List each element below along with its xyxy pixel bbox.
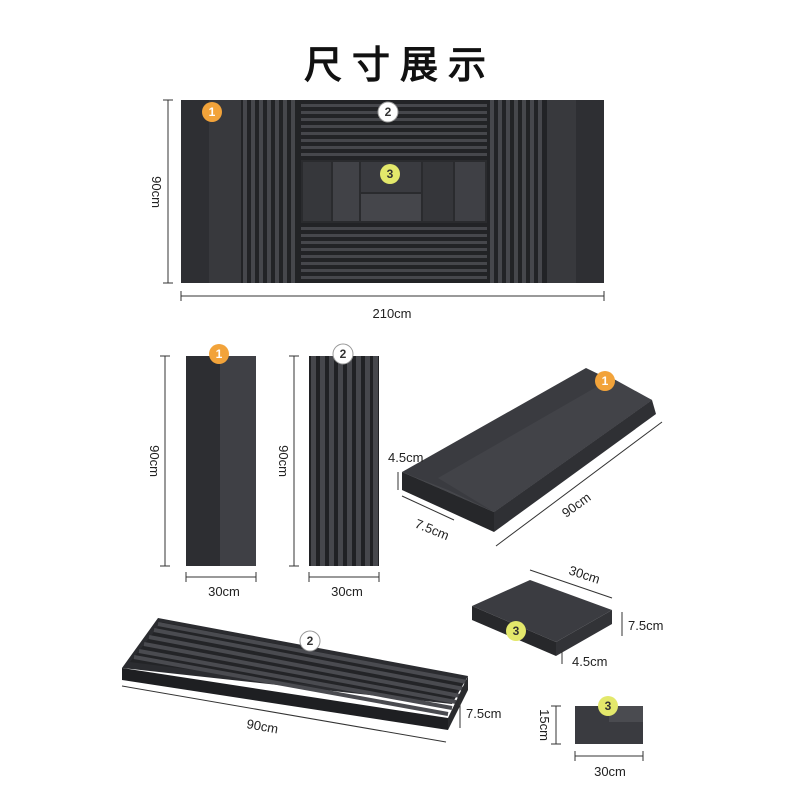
panel-2-right-slats — [487, 100, 547, 283]
badge-1-top — [202, 102, 222, 122]
page-title: 尺寸展示 — [303, 43, 496, 87]
panel-2-left-slats — [241, 100, 301, 283]
label-p2-length: 90cm — [245, 716, 279, 736]
svg-text:2: 2 — [385, 105, 392, 119]
svg-text:3: 3 — [387, 167, 394, 181]
badge-1-front — [209, 344, 229, 364]
label-p2-height: 90cm — [276, 445, 291, 477]
piece-3-side: 3 15cm 30cm — [537, 696, 644, 779]
piece-1-iso: 1 4.5cm 7.5cm 90cm — [388, 368, 663, 547]
label-p3-height: 7.5cm — [628, 618, 663, 633]
svg-text:1: 1 — [602, 374, 609, 388]
badge-2-iso — [299, 630, 321, 652]
svg-text:2: 2 — [340, 347, 347, 361]
label-p1-depth: 7.5cm — [413, 516, 451, 543]
dim-line-p2-length — [121, 685, 447, 743]
panel-3-center-blocks — [301, 160, 487, 223]
label-overall-height: 90cm — [149, 176, 164, 208]
label-p2-width: 30cm — [331, 584, 363, 599]
label-p1-step: 4.5cm — [388, 450, 423, 465]
svg-text:3: 3 — [605, 699, 612, 713]
assembled-panel: 1 2 3 90cm 210cm — [149, 99, 605, 321]
dim-line-p1-depth — [401, 495, 455, 521]
piece-3-iso: 3 30cm 7.5cm 4.5cm — [472, 563, 663, 669]
badge-3-top — [380, 164, 400, 184]
label-p3-width: 30cm — [567, 563, 602, 587]
dim-line-p1-length — [495, 421, 663, 547]
label-p2-height: 7.5cm — [466, 706, 501, 721]
label-p3-side-width: 30cm — [594, 764, 626, 779]
svg-text:2: 2 — [307, 634, 314, 648]
label-p1-width: 30cm — [208, 584, 240, 599]
svg-text:1: 1 — [216, 347, 223, 361]
label-p1-height: 90cm — [147, 445, 162, 477]
badge-1-iso — [595, 371, 615, 391]
badge-3-side — [598, 696, 618, 716]
dim-line-p3-width — [529, 569, 613, 599]
badge-2-top — [377, 101, 399, 123]
badge-2-front — [332, 343, 354, 365]
badge-3-iso — [506, 621, 526, 641]
label-p3-side-height: 15cm — [537, 709, 552, 741]
label-p3-step: 4.5cm — [572, 654, 607, 669]
piece-1-front: 1 90cm 30cm — [147, 344, 257, 599]
label-overall-width: 210cm — [372, 306, 411, 321]
svg-text:1: 1 — [209, 105, 216, 119]
piece-2-iso: 2 90cm 7.5cm — [121, 618, 501, 743]
label-p1-length: 90cm — [559, 490, 594, 521]
svg-text:3: 3 — [513, 624, 520, 638]
piece-2-front: 2 90cm 30cm — [276, 343, 380, 599]
